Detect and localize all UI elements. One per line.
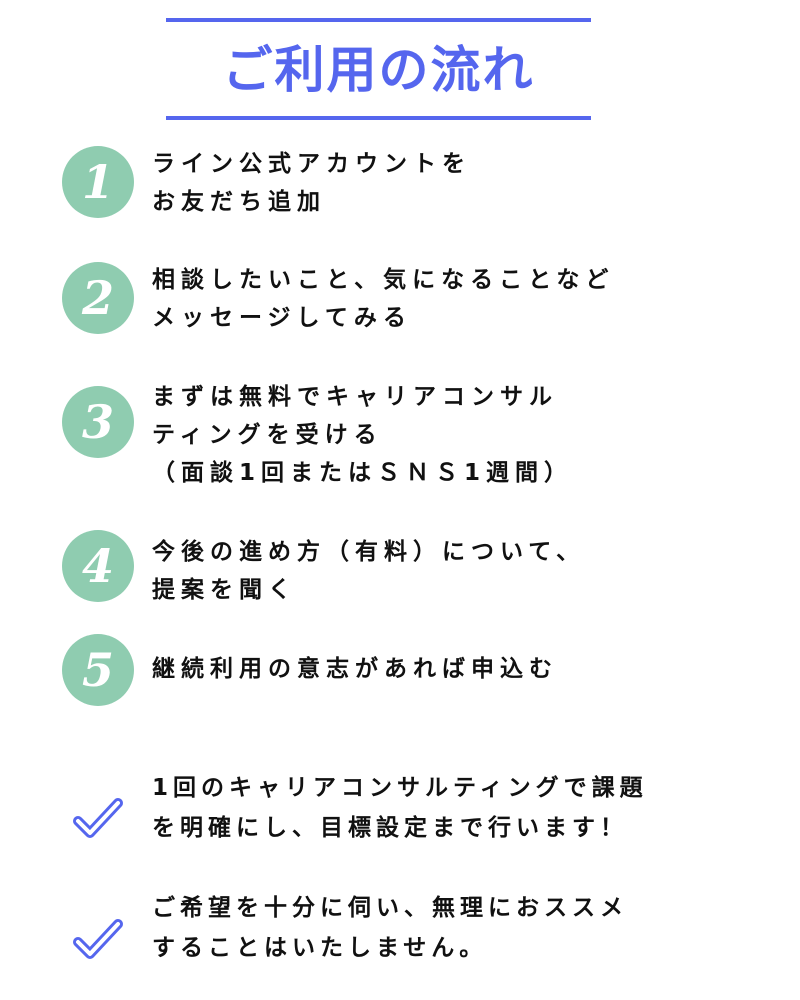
title-bottom-rule bbox=[166, 116, 591, 120]
title-top-rule bbox=[166, 18, 591, 22]
step-line: ライン公式アカウントを bbox=[152, 151, 471, 177]
step-number: 4 bbox=[81, 539, 114, 593]
step-number: 5 bbox=[81, 643, 114, 697]
step-line: 今後の進め方（有料）について、 bbox=[152, 539, 586, 565]
step-line: お友だち追加 bbox=[152, 189, 326, 215]
step-text-3: まずは無料でキャリアコンサル ティングを受ける （面談1回またはＳＮＳ1週間） bbox=[152, 378, 573, 492]
step-text-2: 相談したいこと、気になることなど メッセージしてみる bbox=[152, 261, 614, 337]
step-line: （面談1回またはＳＮＳ1週間） bbox=[152, 460, 574, 486]
step-line: 提案を聞く bbox=[152, 577, 297, 603]
step-number: 1 bbox=[81, 155, 114, 209]
step-line: 相談したいこと、気になることなど bbox=[152, 267, 615, 293]
step-number-badge-3: 3 bbox=[62, 386, 134, 458]
step-line: メッセージしてみる bbox=[152, 305, 412, 331]
note-text-2: ご希望を十分に伺い、無理におススメ することはいたしません。 bbox=[152, 888, 628, 968]
note-line: することはいたしません。 bbox=[152, 935, 488, 961]
note-line: ご希望を十分に伺い、無理におススメ bbox=[152, 895, 628, 921]
check-icon bbox=[73, 919, 123, 959]
step-number-badge-5: 5 bbox=[62, 634, 134, 706]
step-line: 継続利用の意志があれば申込む bbox=[152, 656, 558, 682]
step-line: ティングを受ける bbox=[152, 422, 383, 448]
step-number: 3 bbox=[81, 395, 114, 449]
step-number-badge-4: 4 bbox=[62, 530, 134, 602]
step-number-badge-2: 2 bbox=[62, 262, 134, 334]
step-line: まずは無料でキャリアコンサル bbox=[152, 384, 558, 410]
step-number-badge-1: 1 bbox=[62, 146, 134, 218]
step-number: 2 bbox=[81, 271, 114, 325]
step-text-1: ライン公式アカウントを お友だち追加 bbox=[152, 145, 471, 221]
note-text-1: 1回のキャリアコンサルティングで課題 を明確にし、目標設定まで行います！ bbox=[152, 768, 648, 848]
note-line: を明確にし、目標設定まで行います！ bbox=[152, 815, 628, 841]
step-text-4: 今後の進め方（有料）について、 提案を聞く bbox=[152, 533, 585, 609]
note-line: 1回のキャリアコンサルティングで課題 bbox=[152, 775, 648, 801]
page-title: ご利用の流れ bbox=[222, 41, 535, 99]
step-text-5: 継続利用の意志があれば申込む bbox=[152, 650, 558, 688]
check-icon bbox=[73, 798, 123, 838]
